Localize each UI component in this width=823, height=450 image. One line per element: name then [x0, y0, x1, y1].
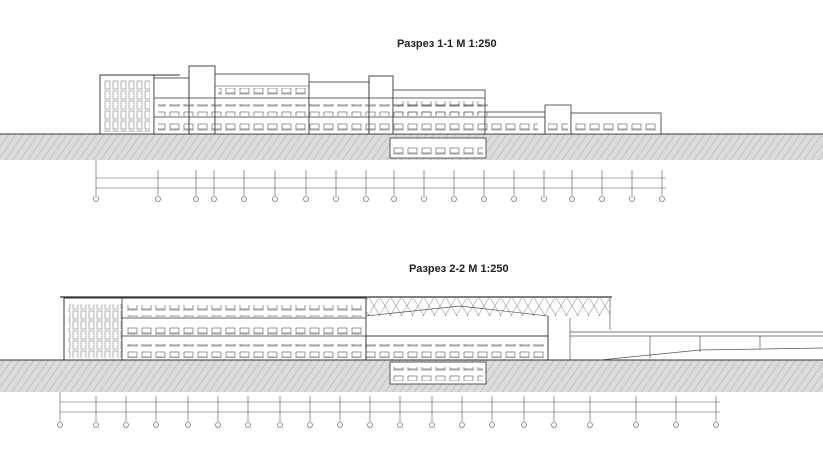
dimension-line-1	[95, 160, 666, 196]
section-2-drawing	[0, 296, 823, 428]
axis-markers-1	[93, 196, 665, 202]
section-1-drawing	[0, 65, 823, 202]
underground-parking-1	[389, 137, 487, 159]
section-2-title: Разрез 2-2 М 1:250	[409, 263, 509, 275]
ramp-canopy-2	[570, 331, 823, 361]
underground-parking-2	[389, 361, 487, 385]
parking-decks-1	[153, 65, 662, 135]
dimension-line-2	[59, 392, 720, 422]
section-1-title: Разрез 1-1 М 1:250	[397, 38, 497, 50]
main-building-2	[63, 297, 548, 361]
roof-truss-2	[60, 296, 612, 361]
axis-markers-2	[57, 422, 719, 428]
